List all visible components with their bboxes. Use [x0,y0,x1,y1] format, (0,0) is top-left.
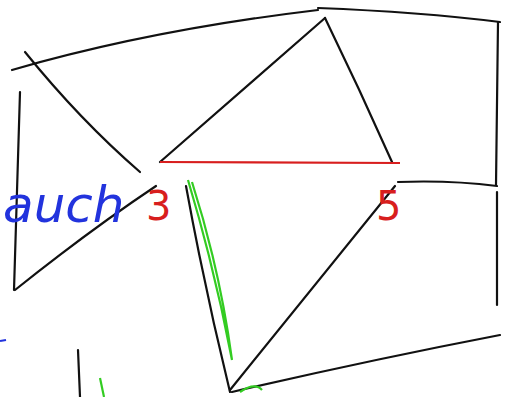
right-edge-upper [496,22,498,185]
blue-stroke [0,340,6,341]
inner-edge [160,18,325,162]
left-diagonal [25,52,140,172]
green-line [188,180,232,360]
callout-number: 5 [376,186,401,226]
green-stroke [100,378,104,397]
inner-edge [230,186,395,390]
inner-edge [186,186,230,392]
callout-number: 3 [146,186,171,226]
green-stroke [240,386,262,392]
stroke [78,350,80,397]
top-right-edge [318,8,500,22]
right-edge-lower [496,192,498,305]
handwritten-note: auch [3,180,125,230]
top-edge [12,10,318,70]
bottom-right-edge [232,335,500,392]
right-horizontal [398,182,497,187]
inner-edge [325,18,392,162]
red-line [160,162,400,163]
